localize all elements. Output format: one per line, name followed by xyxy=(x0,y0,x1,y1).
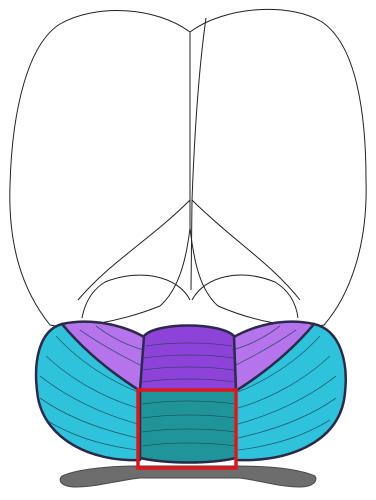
left-hemisphere xyxy=(10,11,190,327)
